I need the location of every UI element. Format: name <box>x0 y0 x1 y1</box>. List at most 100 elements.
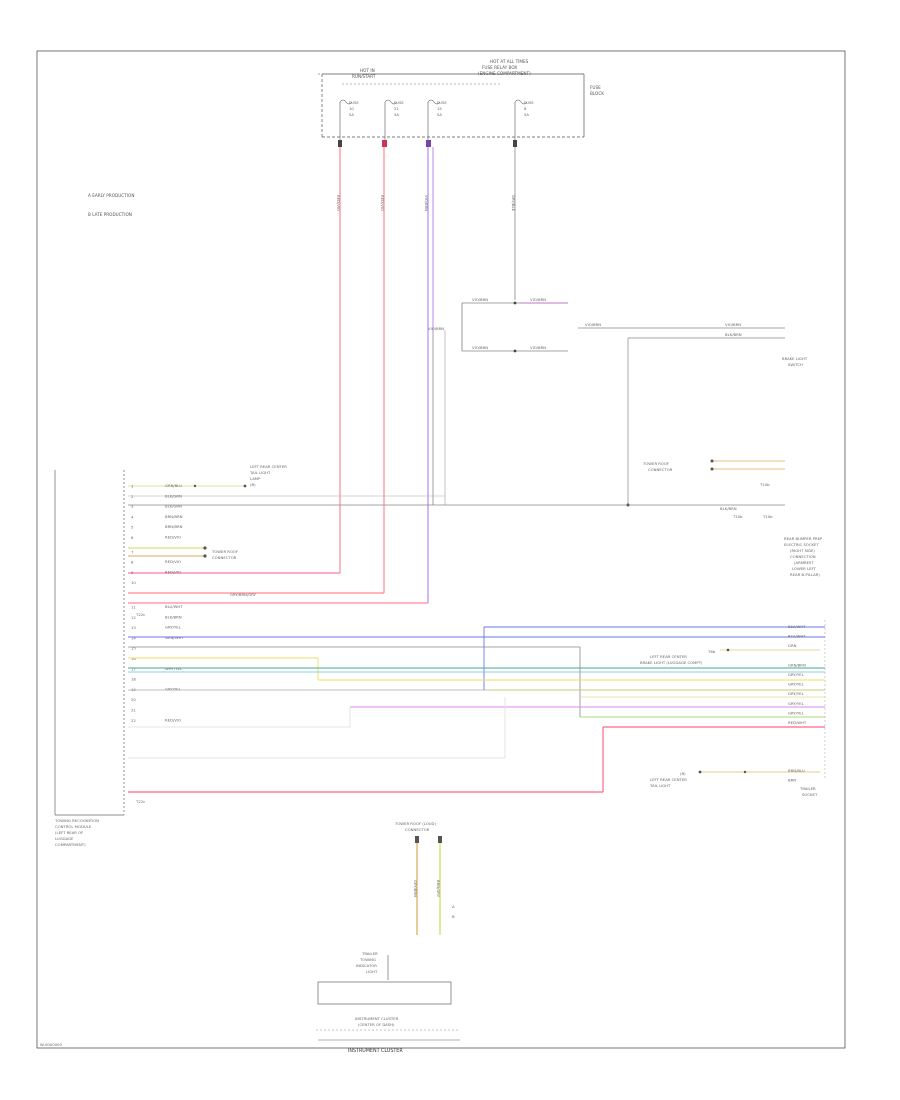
svg-text:RED/VIO: RED/VIO <box>380 195 385 211</box>
svg-text:LEFT REAR CENTER: LEFT REAR CENTER <box>250 464 287 469</box>
fuse-2: FUSE 21 5A <box>384 99 404 140</box>
svg-text:FUSE: FUSE <box>524 100 534 105</box>
right-wire-label: GRY/YEL <box>788 691 805 696</box>
svg-text:10: 10 <box>349 106 354 111</box>
brake-switch-label-1: BRAKE LIGHT <box>782 356 808 361</box>
svg-text:(CENTER OF DASH): (CENTER OF DASH) <box>358 1022 395 1027</box>
fuse-1: FUSE 10 5A <box>339 99 359 140</box>
svg-text:REAR BUMPER PREP: REAR BUMPER PREP <box>784 536 823 541</box>
fuse-block-label: FUSE <box>590 85 601 90</box>
right-wire-label: BLU/WHT <box>788 624 806 629</box>
svg-text:TRAILER: TRAILER <box>361 951 378 956</box>
footer-code: W-0000000 <box>40 1042 62 1047</box>
svg-text:GRY/BRN: GRY/BRN <box>413 880 418 897</box>
svg-text:T10b: T10b <box>762 514 773 519</box>
module-pin-2: 2 <box>131 494 134 499</box>
right-group-labels: LEFT REAR CENTER BRAKE LIGHT (LUGGAGE CO… <box>640 649 818 797</box>
wire-fuse3-violet: VIO/BRN <box>128 147 434 604</box>
svg-text:5A: 5A <box>437 112 442 117</box>
svg-text:VIO/BRN: VIO/BRN <box>530 297 546 302</box>
svg-text:21: 21 <box>394 106 399 111</box>
fuse-4: FUSE 8 5A <box>514 99 534 140</box>
svg-text:BRAKE LIGHT (LUGGAGE COMPT): BRAKE LIGHT (LUGGAGE COMPT) <box>640 660 703 665</box>
svg-text:8: 8 <box>524 106 527 111</box>
svg-text:VIO/BRN: VIO/BRN <box>530 345 546 350</box>
svg-text:TOWER ROOF: TOWER ROOF <box>642 461 669 466</box>
module-pin-9: 9 <box>131 570 134 575</box>
svg-text:(ARMREST: (ARMREST <box>794 560 814 565</box>
ground-line: BLK/BRN T10b T10b REAR BUMPER PREP ELECT… <box>128 495 823 577</box>
svg-text:VIO/BRN: VIO/BRN <box>472 345 488 350</box>
instrument-cluster: TOWER ROOF (LOUD) CONNECTOR GRY/BRN BRN/… <box>316 821 460 1054</box>
svg-text:FUSE: FUSE <box>349 100 359 105</box>
svg-text:RED/VIO: RED/VIO <box>336 195 341 211</box>
svg-text:T10b: T10b <box>759 482 770 487</box>
svg-text:TOWING RECOGNITION: TOWING RECOGNITION <box>54 818 99 823</box>
fuse-connectors <box>338 140 517 147</box>
module-pin-17: 17 <box>131 666 136 671</box>
svg-text:CONNECTOR: CONNECTOR <box>648 467 673 472</box>
svg-text:5A: 5A <box>394 112 399 117</box>
right-wire-label: GRY/YEL <box>788 710 805 715</box>
module-wire-label: BLK/GRN <box>165 504 182 509</box>
towing-control-module: TOWING RECOGNITION CONTROL MODULE (LEFT … <box>54 470 257 847</box>
module-pin-4: 4 <box>131 514 134 519</box>
right-wire-label: BLU/WHT <box>788 634 806 639</box>
module-pin-5: 5 <box>131 525 134 530</box>
module-pin-1: 1 <box>131 484 134 489</box>
wire-fuse4-gray: GRY/BLK <box>511 147 516 300</box>
svg-text:T22c: T22c <box>135 799 145 804</box>
svg-text:REAR B-PILLAR): REAR B-PILLAR) <box>790 572 820 577</box>
svg-text:CONTROL MODULE: CONTROL MODULE <box>55 824 92 829</box>
module-wire-label: BLU/WHT <box>165 604 183 609</box>
note-b: B LATE PRODUCTION <box>88 212 132 217</box>
fuse-relay-box: HOT AT ALL TIMES FUSE RELAY BOX (ENGINE … <box>318 59 604 138</box>
right-connector-top: TOWER ROOF CONNECTOR T10b <box>642 459 785 487</box>
brake-light-switch: VIO/BRN VIO/BRN BLK/BRN BRAKE LIGHT SWIT… <box>578 322 808 507</box>
module-wire-label: BRN/BRN <box>165 514 183 519</box>
module-pin-8: 8 <box>131 560 134 565</box>
svg-text:GRY/BLK: GRY/BLK <box>511 195 516 212</box>
module-wire-label: GRY/YEL <box>165 686 182 691</box>
fuse-box-title-1: HOT AT ALL TIMES <box>490 59 529 64</box>
module-pin-15: 15 <box>131 646 136 651</box>
module-pin-20: 20 <box>131 697 136 702</box>
svg-text:VIO/BRN: VIO/BRN <box>725 322 741 327</box>
svg-text:(RIGHT SIDE): (RIGHT SIDE) <box>790 548 815 553</box>
svg-text:TOWING: TOWING <box>359 957 376 962</box>
module-wire-label: RED/VIO <box>165 535 181 540</box>
svg-text:CONNECTOR: CONNECTOR <box>405 827 430 832</box>
fuse-box-title-2: FUSE RELAY BOX <box>482 65 517 70</box>
module-pin-3: 3 <box>131 504 134 509</box>
svg-text:LOWER LEFT: LOWER LEFT <box>792 566 817 571</box>
right-wire-label: BRN <box>788 778 796 783</box>
module-pin-12: 12 <box>131 615 136 620</box>
diagram-border <box>36 50 846 1049</box>
svg-text:CONNECTOR: CONNECTOR <box>212 555 237 560</box>
svg-text:COMPARTMENT): COMPARTMENT) <box>55 842 86 847</box>
svg-text:VIO/BRN: VIO/BRN <box>585 322 601 327</box>
wire-fuse2-red: RED/VIO <box>128 147 385 594</box>
svg-text:LIGHT: LIGHT <box>366 969 378 974</box>
svg-text:ELECTRIC SOCKET: ELECTRIC SOCKET <box>784 542 819 547</box>
module-pin-6: 6 <box>131 535 134 540</box>
right-wire-label: GRN/BRN <box>788 662 806 667</box>
hot-label-2: RUN/START <box>352 74 376 79</box>
module-wire-label: RED/VIO <box>165 717 181 722</box>
svg-text:LEFT REAR CENTER: LEFT REAR CENTER <box>650 777 687 782</box>
svg-text:T22c: T22c <box>135 612 145 617</box>
module-wire-label: BLK/BRN <box>165 614 182 619</box>
right-wire-label: GRY/YEL <box>788 701 805 706</box>
svg-text:(B): (B) <box>250 482 256 487</box>
module-pin-21: 21 <box>131 708 136 713</box>
fuse-3: FUSE 15 5A <box>427 99 447 140</box>
footer-instrument-cluster: INSTRUMENT CLUSTER <box>348 1048 403 1054</box>
module-wire-label: BRN/BRN <box>165 524 183 529</box>
module-wire-label: BLK/GRN <box>165 493 182 498</box>
svg-text:TRAILER: TRAILER <box>799 786 816 791</box>
svg-text:VIO/BRN: VIO/BRN <box>472 297 488 302</box>
svg-text:BRN/GRY: BRN/GRY <box>436 880 441 898</box>
svg-text:A: A <box>452 904 455 909</box>
lamp-left-label: LEFT REAR CENTER TAIL LIGHT LAMP (B) <box>128 464 287 488</box>
